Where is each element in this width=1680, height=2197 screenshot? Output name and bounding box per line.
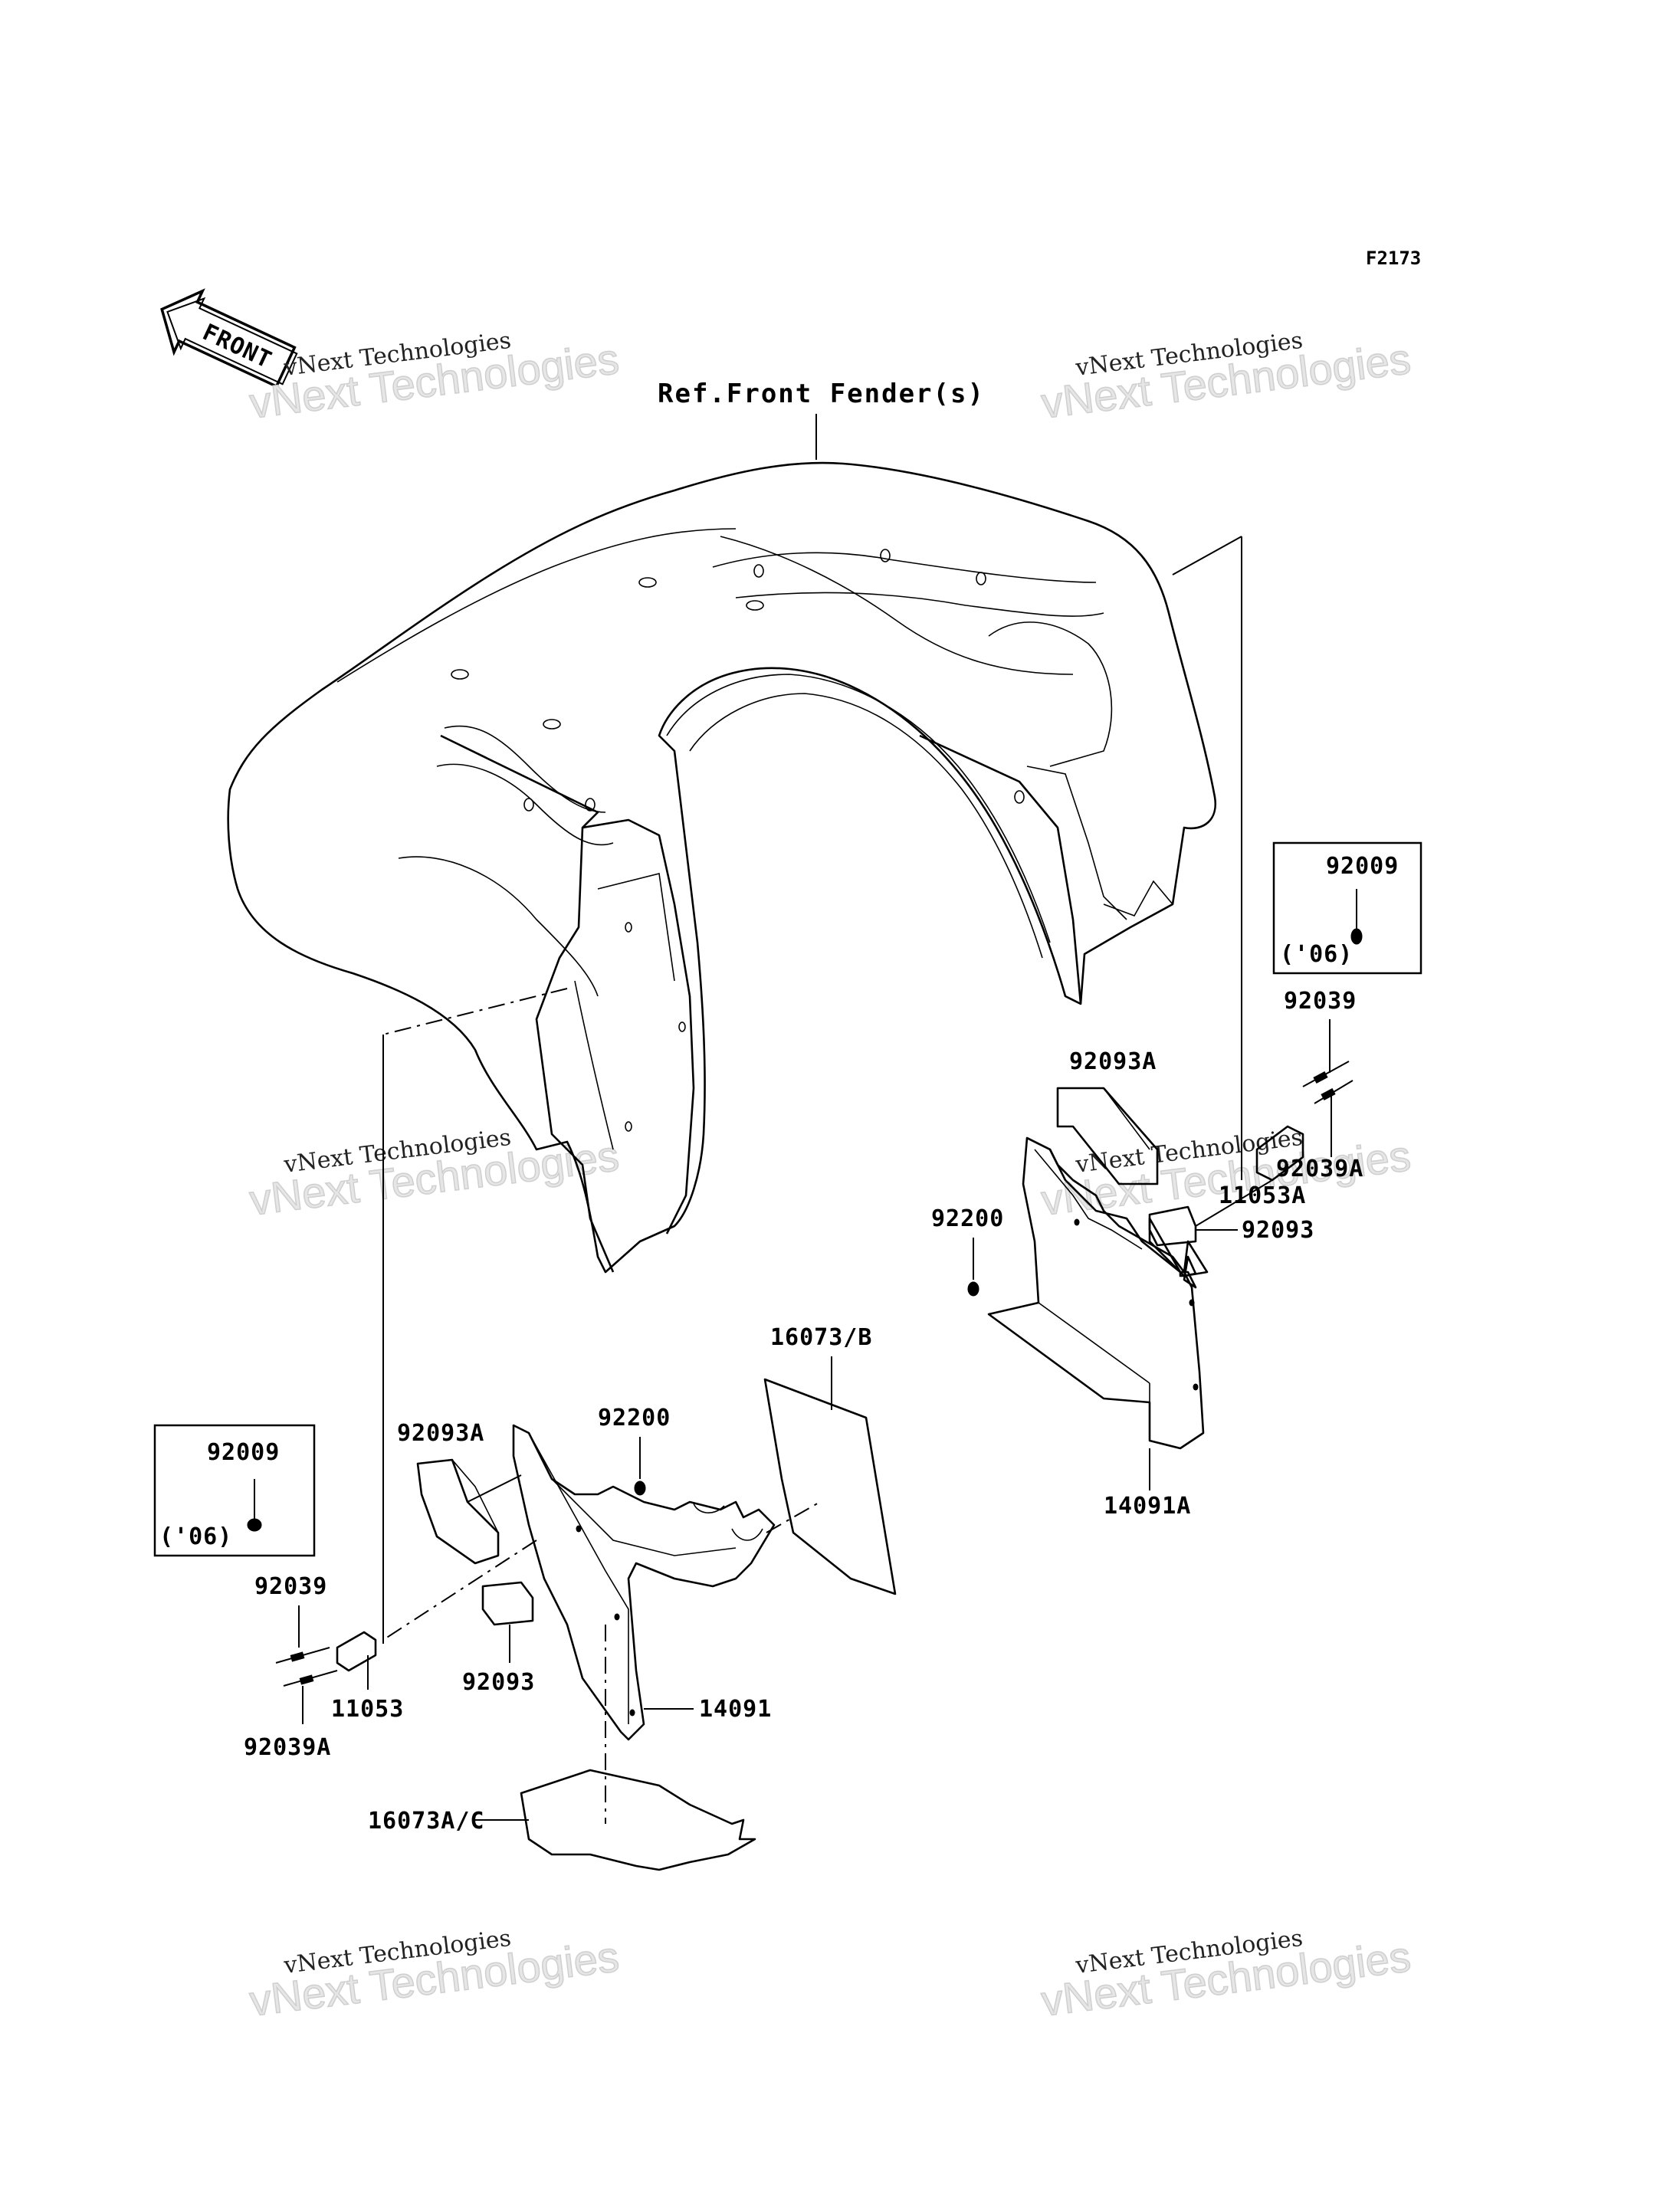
label-92039a-left: 92039A xyxy=(244,1734,331,1761)
foam-strip-92093a-icon xyxy=(1056,1087,1159,1185)
label-16073ac-left: 16073A/C xyxy=(368,1808,485,1835)
right-inset-part: 92009 xyxy=(1326,853,1399,880)
foam-block-92093-left-icon xyxy=(481,1581,534,1663)
right-inset-box xyxy=(1272,841,1422,975)
pin-92039-left-icon xyxy=(275,1647,338,1687)
label-92200-left: 92200 xyxy=(598,1405,671,1431)
label-92200-right: 92200 xyxy=(931,1205,1004,1232)
watermark-top-right: vNext Technologies vNext Technologies xyxy=(1039,327,1414,428)
pad-16073b-icon xyxy=(763,1378,897,1595)
watermark-bottom-left: vNext Technologies vNext Technologies xyxy=(247,1925,622,2025)
bracket-11053-icon xyxy=(336,1631,377,1690)
mud-flap-14091-icon xyxy=(512,1424,776,1741)
diagram-code: F2173 xyxy=(1366,248,1421,269)
nut-92200-left-icon xyxy=(634,1481,646,1496)
label-92039-left: 92039 xyxy=(254,1573,327,1600)
pad-16073ac-icon xyxy=(475,1769,756,1871)
reference-label: Ref.Front Fender(s) xyxy=(658,379,985,409)
label-92039-right: 92039 xyxy=(1284,988,1357,1015)
bracket-11053a-icon xyxy=(1195,1125,1304,1227)
label-92093a-right: 92093A xyxy=(1069,1048,1157,1075)
label-16073b-left: 16073/B xyxy=(770,1324,872,1351)
label-14091-left: 14091 xyxy=(699,1696,772,1723)
left-inset-box xyxy=(153,1424,316,1557)
label-92093-right: 92093 xyxy=(1242,1217,1314,1244)
pin-92039-icon xyxy=(1302,1061,1354,1104)
foam-strip-92093a-left-icon xyxy=(416,1458,522,1565)
left-inset-note: ('06) xyxy=(159,1523,232,1550)
front-fender-drawing xyxy=(227,461,1242,1274)
label-92093a-left: 92093A xyxy=(397,1420,484,1447)
mud-flap-14091a-icon xyxy=(987,1136,1209,1450)
label-92039a-right: 92039A xyxy=(1276,1156,1363,1182)
rivet-icon xyxy=(247,1479,262,1532)
right-inset-note: ('06) xyxy=(1280,941,1353,968)
left-inset-part: 92009 xyxy=(207,1439,280,1466)
label-14091a-right: 14091A xyxy=(1104,1493,1191,1520)
watermark-bottom-right: vNext Technologies vNext Technologies xyxy=(1039,1925,1414,2025)
label-11053a-right: 11053A xyxy=(1219,1182,1306,1209)
rivet-icon xyxy=(1350,889,1363,945)
nut-92200-right-icon xyxy=(967,1281,979,1297)
label-92093-left: 92093 xyxy=(462,1669,535,1696)
foam-block-92093-right-icon xyxy=(1148,1205,1238,1247)
watermark-top-left: vNext Technologies vNext Technologies xyxy=(247,327,622,428)
watermark-mid-left: vNext Technologies vNext Technologies xyxy=(247,1124,622,1225)
label-11053-left: 11053 xyxy=(331,1696,404,1723)
